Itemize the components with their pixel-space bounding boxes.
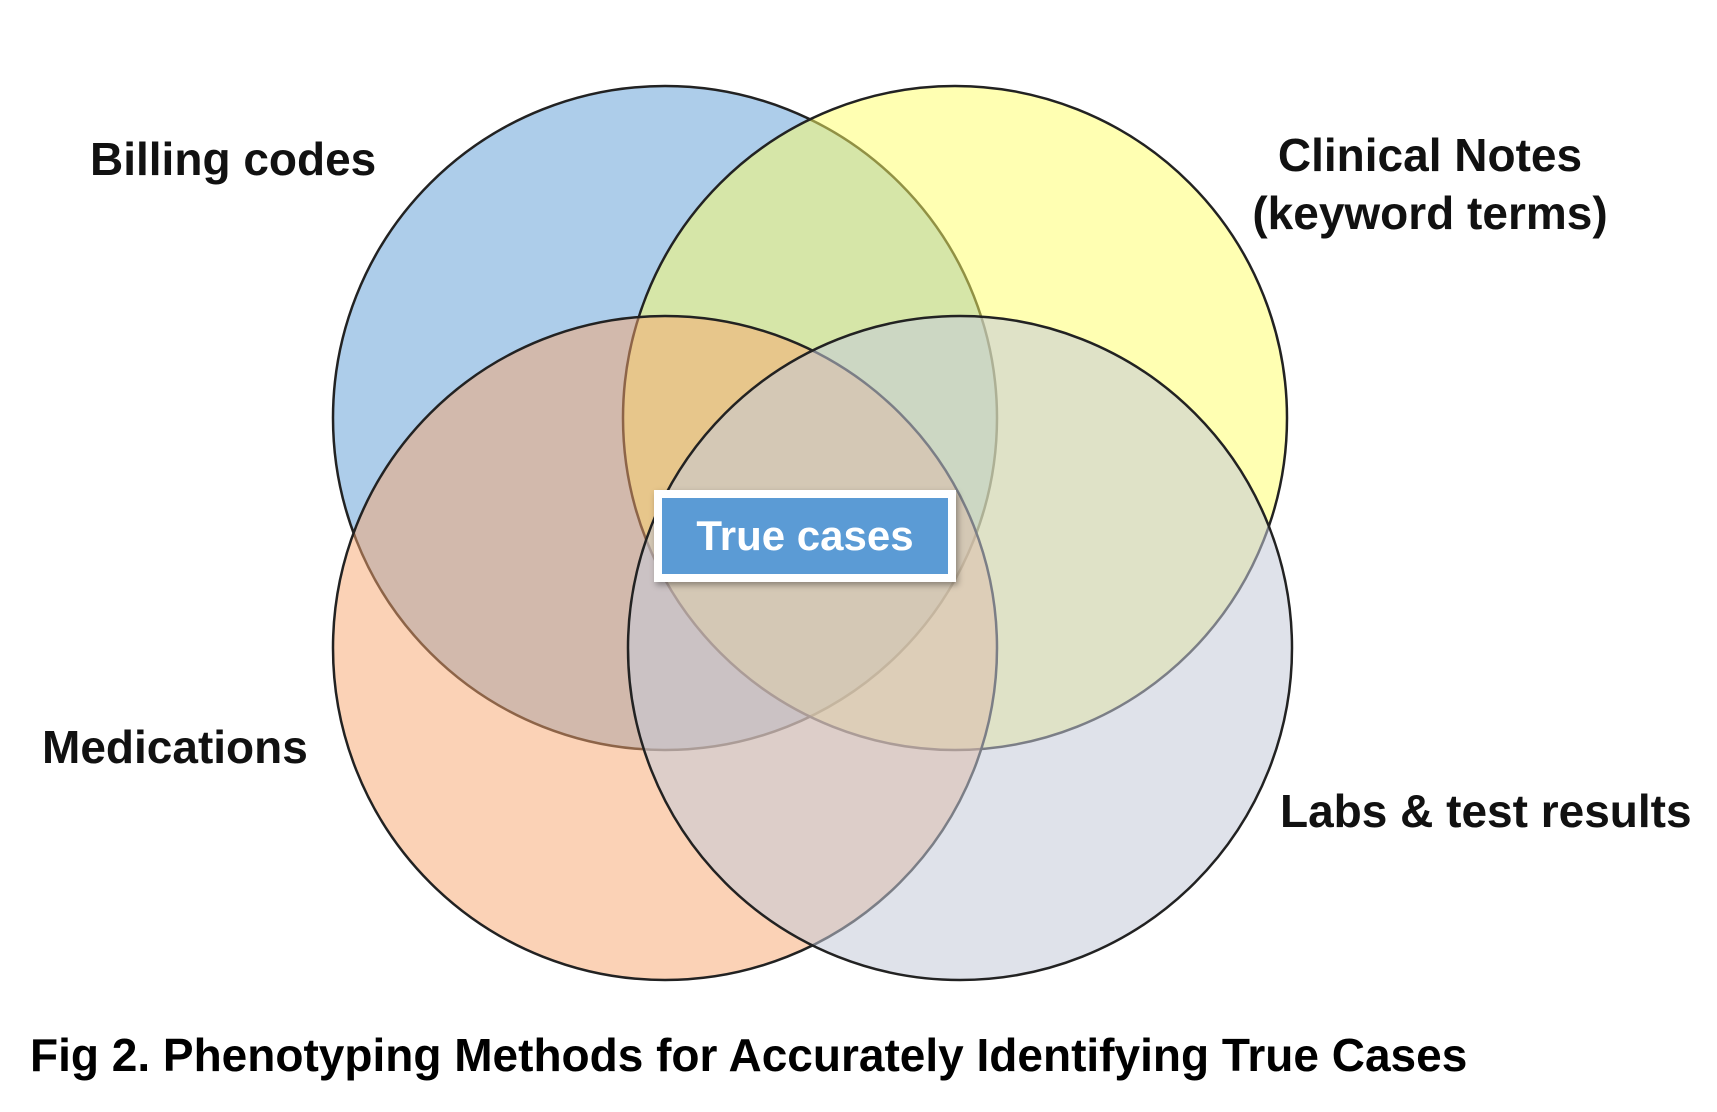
medications-label: Medications: [42, 721, 308, 773]
clinical-notes-label-line-2: (keyword terms): [1252, 187, 1608, 239]
labs-test-results-label: Labs & test results: [1280, 785, 1692, 837]
figure-caption: Fig 2. Phenotyping Methods for Accuratel…: [30, 1029, 1468, 1081]
billing-codes-label: Billing codes: [90, 133, 377, 185]
clinical-notes-label: Clinical Notes (keyword terms): [1250, 126, 1610, 242]
true-cases-label: True cases: [662, 498, 948, 574]
labs-test-results-circle: [626, 314, 1294, 982]
true-cases-box: True cases: [654, 490, 956, 582]
clinical-notes-label-line-1: Clinical Notes: [1277, 129, 1583, 181]
